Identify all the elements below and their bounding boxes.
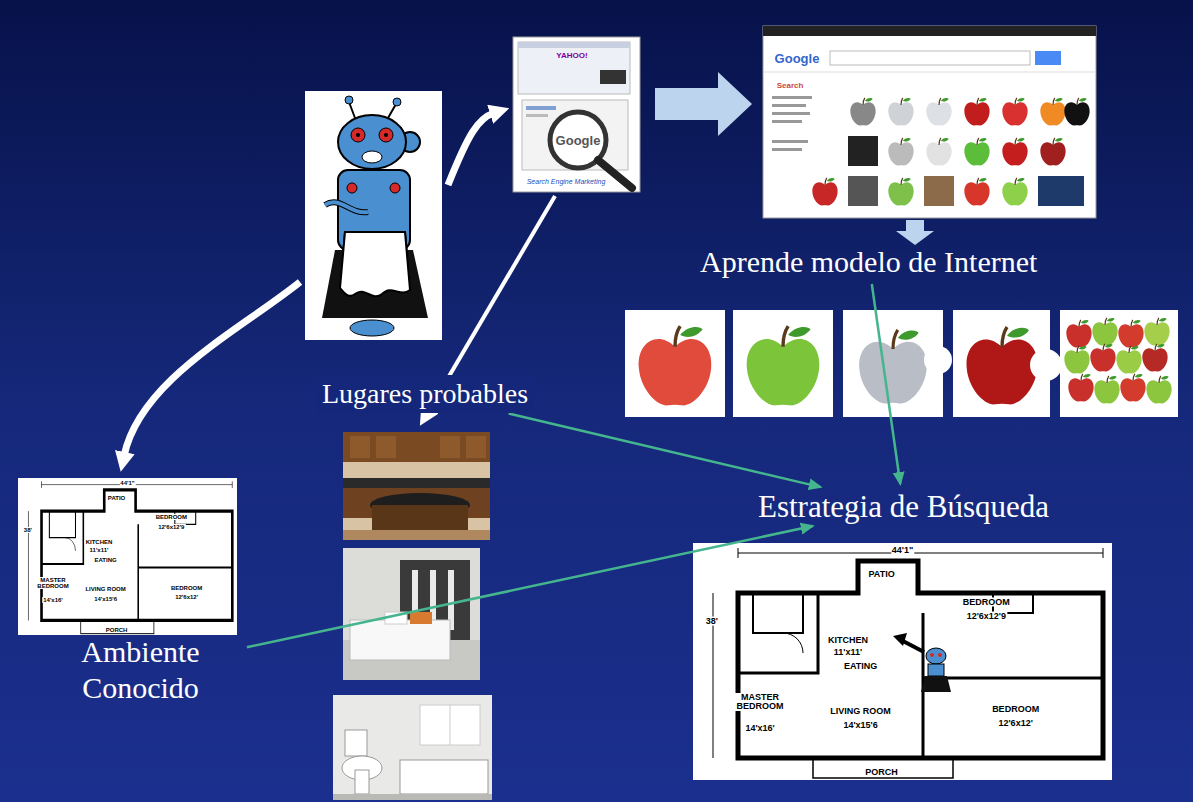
node-label: Ambiente Conocido [38, 634, 243, 706]
results-screenshot [763, 26, 1096, 218]
white-arrow [448, 113, 494, 185]
dimension-label: 44'1" [891, 546, 914, 555]
dimension-label: 38' [23, 527, 33, 533]
room-label: LIVING ROOM [829, 707, 892, 716]
room-label: BEDROOM [155, 514, 188, 520]
menu-text: Search [777, 82, 804, 90]
robot-figure [305, 91, 442, 340]
dimension-label: 44'1" [119, 480, 135, 486]
room-label: PORCH [864, 767, 899, 776]
room-label: 12'6x12'9 [966, 612, 1007, 621]
dimension-label: 38' [705, 617, 719, 626]
white-arrow [124, 282, 300, 456]
room-label: KITCHEN [85, 539, 114, 545]
text-node: Estrategia de Búsqueda [758, 488, 1049, 525]
text-node: Ambiente Conocido [38, 634, 243, 706]
apple-model-images [625, 310, 1178, 417]
bathroom-photo [333, 695, 492, 800]
room-label: 14'x15'6 [842, 721, 878, 730]
room-label: EATING [93, 557, 117, 563]
text-node: Lugares probables [316, 375, 534, 413]
node-label: Lugares probables [322, 377, 528, 411]
room-label: KITCHEN [827, 636, 869, 645]
block-arrow [655, 72, 752, 136]
connector-line [247, 526, 813, 647]
logo-text: Google [556, 134, 601, 147]
floor-plan [18, 478, 237, 635]
room-label: 11'x11' [833, 648, 863, 657]
room-label: LIVING ROOM [84, 586, 126, 592]
room-label: EATING [843, 662, 878, 671]
room-label: 14'x16' [744, 723, 775, 732]
room-label: BEDROOM [991, 704, 1040, 713]
robot-in-plan [893, 633, 951, 692]
bedroom-photo [343, 548, 480, 680]
room-label: MASTER BEDROOM [35, 577, 71, 589]
room-label: 14'x16' [42, 597, 64, 603]
room-label: BEDROOM [170, 585, 203, 591]
node-label: Aprende modelo de Internet [700, 244, 1037, 280]
logo-text: YAHOO! [556, 52, 587, 60]
connector-line [509, 414, 821, 488]
block-arrow [896, 220, 934, 245]
kitchen-photo [343, 432, 490, 540]
caption-text: Search Engine Marketing [527, 178, 606, 185]
room-label: PORCH [105, 627, 129, 633]
connector-line [872, 284, 901, 484]
floor-plan [693, 543, 1112, 780]
logo-text: Google [775, 52, 820, 65]
room-label: MASTER BEDROOM [728, 693, 792, 711]
room-label: 12'6x12' [997, 719, 1033, 728]
room-label: 12'6x12' [174, 594, 199, 600]
room-label: BEDROOM [962, 598, 1011, 607]
room-label: PATIO [867, 569, 895, 578]
node-label: Estrategia de Búsqueda [758, 488, 1049, 525]
text-node: Aprende modelo de Internet [700, 244, 1037, 280]
room-label: 11'x11' [89, 547, 110, 553]
room-label: 14'x15'6 [93, 596, 118, 602]
search-screenshot [513, 37, 640, 192]
room-label: PATIO [107, 495, 126, 501]
room-label: 12'6x12'9 [157, 524, 185, 530]
